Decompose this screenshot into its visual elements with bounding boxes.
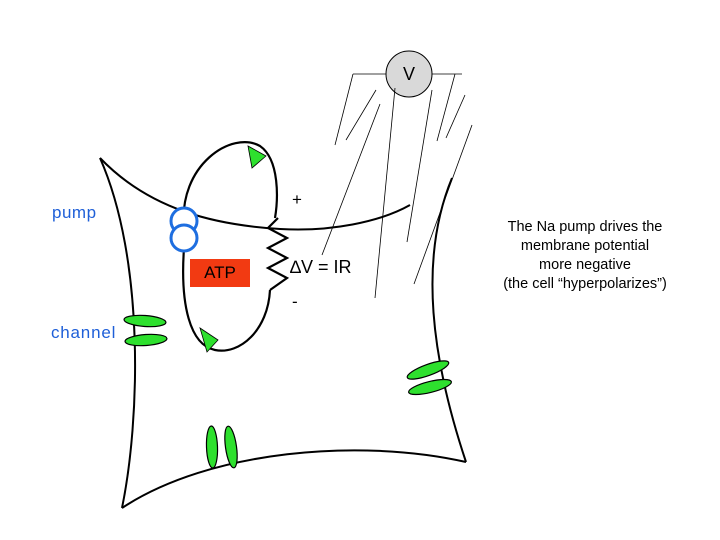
- loop-top-arc: [182, 141, 278, 229]
- current-arrow-top: [247, 145, 267, 169]
- voltmeter-lead: [374, 87, 396, 299]
- voltmeter-lead: [406, 89, 433, 243]
- voltmeter-lead: [445, 94, 466, 139]
- caption-line: more negative: [539, 257, 631, 273]
- channels: [123, 314, 452, 469]
- channel-label: channel: [51, 323, 117, 342]
- current-loop: [182, 141, 290, 352]
- voltmeter-lead: [321, 103, 381, 256]
- voltmeter-lead: [334, 73, 354, 146]
- voltmeter-lead: [436, 73, 456, 142]
- ohms-law-equation: ∆V = IR: [290, 257, 352, 277]
- plus-sign: +: [292, 190, 302, 209]
- pump-circles: [169, 206, 199, 253]
- left-channel-upper: [123, 314, 167, 328]
- loop-bottom-arc: [182, 247, 272, 352]
- voltmeter-label: V: [402, 63, 415, 84]
- voltmeter-lead: [413, 124, 473, 285]
- voltmeter: [321, 50, 473, 299]
- right-channel-upper: [406, 360, 450, 380]
- caption-line: (the cell “hyperpolarizes”): [503, 276, 667, 292]
- resistor-zigzag: [265, 217, 290, 291]
- caption: The Na pump drives the membrane potentia…: [476, 218, 694, 294]
- pump-label: pump: [52, 203, 97, 222]
- membrane-top-left: [99, 157, 411, 231]
- right-channel-lower: [408, 378, 452, 396]
- membrane-bottom: [121, 449, 467, 509]
- voltmeter-leads: [321, 73, 473, 299]
- caption-line: The Na pump drives the: [507, 219, 663, 235]
- voltmeter-lead: [345, 89, 377, 141]
- current-arrow-bottom: [199, 327, 219, 353]
- voltmeter-circle: [385, 50, 433, 98]
- bottom-channel-right: [224, 425, 238, 469]
- left-channel-lower: [124, 333, 168, 347]
- pump-circle-bottom: [169, 223, 199, 253]
- caption-line: membrane potential: [520, 238, 650, 254]
- membrane-right-side: [431, 177, 467, 463]
- cell-membrane: [99, 157, 467, 509]
- bottom-channel-left: [205, 425, 219, 469]
- minus-sign: -: [292, 292, 298, 311]
- atp-label: ATP: [190, 259, 250, 287]
